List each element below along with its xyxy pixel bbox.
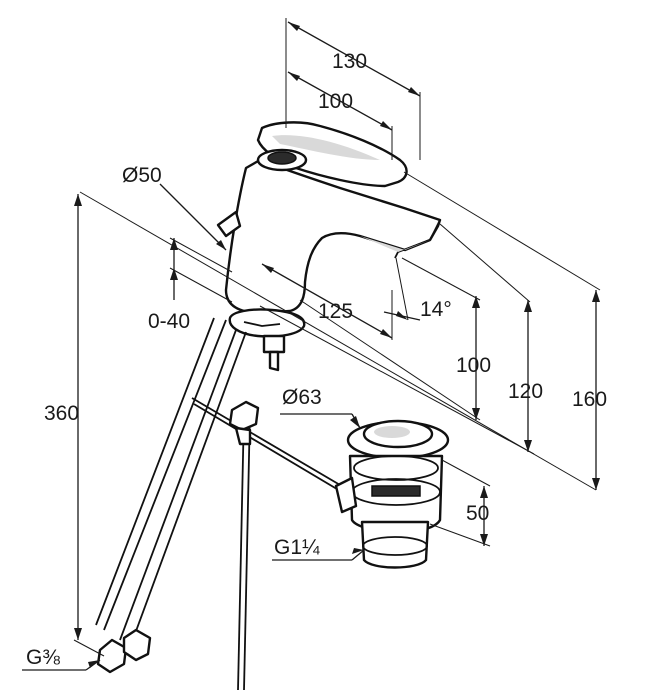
linkage-clamp: [228, 400, 260, 432]
arrow: [380, 329, 392, 338]
ext-lever-160: [403, 171, 601, 291]
dim-100-top-line: [287, 71, 393, 131]
arrow: [592, 478, 600, 490]
arrow: [74, 628, 82, 640]
label-14-deg: 14°: [420, 298, 452, 321]
arrow: [170, 238, 178, 250]
label-360: 360: [44, 402, 79, 425]
dim-50-ext-bottom: [429, 523, 491, 547]
rear-lever-stub: [216, 210, 242, 238]
arrow: [352, 548, 364, 554]
popup-waste: [334, 419, 450, 569]
popup-side-arm: [334, 476, 358, 514]
arrow: [216, 240, 226, 250]
popup-tailpipe: [360, 520, 430, 569]
ext-spout-120: [439, 223, 531, 303]
arrow: [472, 296, 480, 308]
dim-0-40-ext-top: [169, 237, 233, 273]
dim-g114-leader: [351, 549, 365, 561]
arrow: [480, 486, 488, 498]
base-ring-inner: [243, 321, 281, 327]
arrow: [592, 290, 600, 302]
arrow: [350, 416, 360, 428]
label-120: 120: [508, 380, 543, 403]
plug-highlight: [374, 426, 410, 438]
ext-spout-100: [401, 257, 481, 301]
arrow: [396, 311, 408, 320]
dim-50-ext-top: [441, 459, 491, 487]
dim-dia50-leader: [159, 183, 227, 251]
hose-left-b: [131, 331, 247, 643]
label-130: 130: [332, 50, 367, 73]
linkage-rod-a: [191, 397, 353, 493]
base-ring: [228, 308, 306, 338]
cartridge-core: [267, 151, 297, 165]
tailpipe-thread: [362, 536, 428, 556]
dim-0-40-ext-bottom: [169, 267, 233, 303]
hose-right-b: [95, 317, 215, 626]
ext-base-120: [259, 305, 535, 455]
label-0-40: 0-40: [148, 310, 190, 333]
label-dia63: Ø63: [282, 386, 322, 409]
arrow: [380, 121, 392, 130]
label-125: 125: [318, 300, 353, 323]
supply-hoses: [95, 317, 247, 674]
ext-base-diagonal: [79, 191, 597, 491]
dimension-lines: [22, 18, 601, 671]
threaded-stud: [262, 334, 286, 354]
arrow: [472, 408, 480, 420]
label-100-top: 100: [318, 90, 353, 113]
arrow: [288, 22, 300, 31]
popup-slot: [371, 485, 421, 497]
arrow: [288, 72, 300, 81]
hose-left-a: [119, 329, 237, 641]
faucet-main-body: [224, 158, 442, 315]
stud-nut: [268, 350, 280, 372]
dim-130-line: [287, 21, 421, 97]
arrow: [480, 534, 488, 546]
lever-highlight: [272, 135, 380, 160]
pull-rod-a: [237, 409, 245, 691]
spout-underside: [360, 236, 430, 252]
faucet-body: [216, 121, 442, 372]
label-160: 160: [572, 388, 607, 411]
dim-360-ext: [73, 639, 105, 657]
arrowheads: [74, 22, 600, 668]
arrow: [74, 194, 82, 206]
arrow: [524, 440, 532, 452]
dim-14-line: [395, 257, 409, 321]
arrow: [408, 87, 420, 96]
label-g114: G1¼: [274, 536, 320, 559]
dim-125-line: [261, 263, 393, 339]
ext-base-100: [299, 299, 481, 421]
hose-nut-left: [96, 638, 128, 674]
linkage-rod-b: [193, 403, 353, 499]
label-g38: G⅜: [26, 646, 60, 669]
popup-flange-ring: [353, 455, 439, 481]
dimension-labels: 130 100 Ø50 125 14° 0-40 100 120 160 360…: [26, 50, 607, 669]
label-100-side: 100: [456, 354, 491, 377]
arrow: [170, 268, 178, 280]
label-50: 50: [466, 502, 489, 525]
arrow: [524, 300, 532, 312]
popup-rod-assembly: [191, 397, 353, 691]
clamp-screw: [234, 426, 252, 446]
label-dia50: Ø50: [122, 164, 162, 187]
arrow: [262, 264, 274, 273]
hose-nut-right: [122, 628, 152, 662]
arrow: [88, 660, 100, 668]
pull-rod-b: [243, 409, 251, 691]
hose-right-a: [103, 319, 227, 631]
